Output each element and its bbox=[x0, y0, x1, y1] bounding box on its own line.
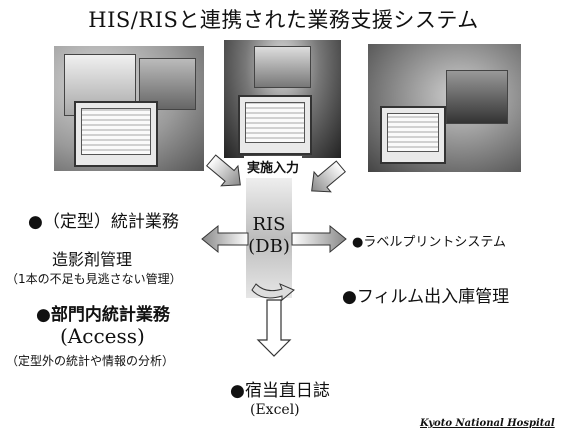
photo-left-workstation bbox=[54, 46, 204, 171]
diagram-title: HIS/RISと連携された業務支援システム bbox=[88, 8, 479, 32]
item-contrast: 造影剤管理 bbox=[52, 250, 133, 269]
arrow-to-stats bbox=[201, 224, 249, 254]
item-duty-log: ●宿当直日誌 bbox=[230, 381, 330, 401]
arrow-to-label-print bbox=[291, 224, 347, 254]
ris-label: RIS bbox=[252, 214, 286, 235]
item-dept-stats: ●部門内統計業務 bbox=[36, 305, 170, 325]
arrow-down bbox=[256, 299, 292, 357]
item-access: (Access) bbox=[60, 324, 145, 348]
arrow-left-diagonal bbox=[206, 154, 241, 187]
item-access-note: （定型外の統計や情報の分析） bbox=[6, 354, 175, 368]
ris-db-label: RIS (DB) bbox=[242, 214, 296, 258]
db-label: (DB) bbox=[248, 236, 290, 257]
arrow-right-diagonal bbox=[311, 160, 346, 193]
input-label: 実施入力 bbox=[244, 156, 303, 177]
footer-credit: Kyoto National Hospital bbox=[420, 418, 555, 429]
photo-right-room bbox=[368, 44, 521, 172]
item-film: ●フィルム出入庫管理 bbox=[342, 287, 510, 307]
photo-center-radiology-room bbox=[224, 40, 341, 158]
monitor-right bbox=[380, 106, 446, 164]
center-column bbox=[246, 178, 292, 298]
item-label-print: ●ラベルプリントシステム bbox=[352, 235, 506, 250]
monitor-center bbox=[238, 95, 312, 155]
item-contrast-note: （1本の不足も見逃さない管理） bbox=[6, 272, 182, 286]
arrow-curve-down bbox=[251, 283, 295, 302]
item-stats: ●（定型）統計業務 bbox=[28, 212, 179, 232]
monitor-left bbox=[74, 101, 158, 167]
item-excel: (Excel) bbox=[250, 402, 300, 418]
